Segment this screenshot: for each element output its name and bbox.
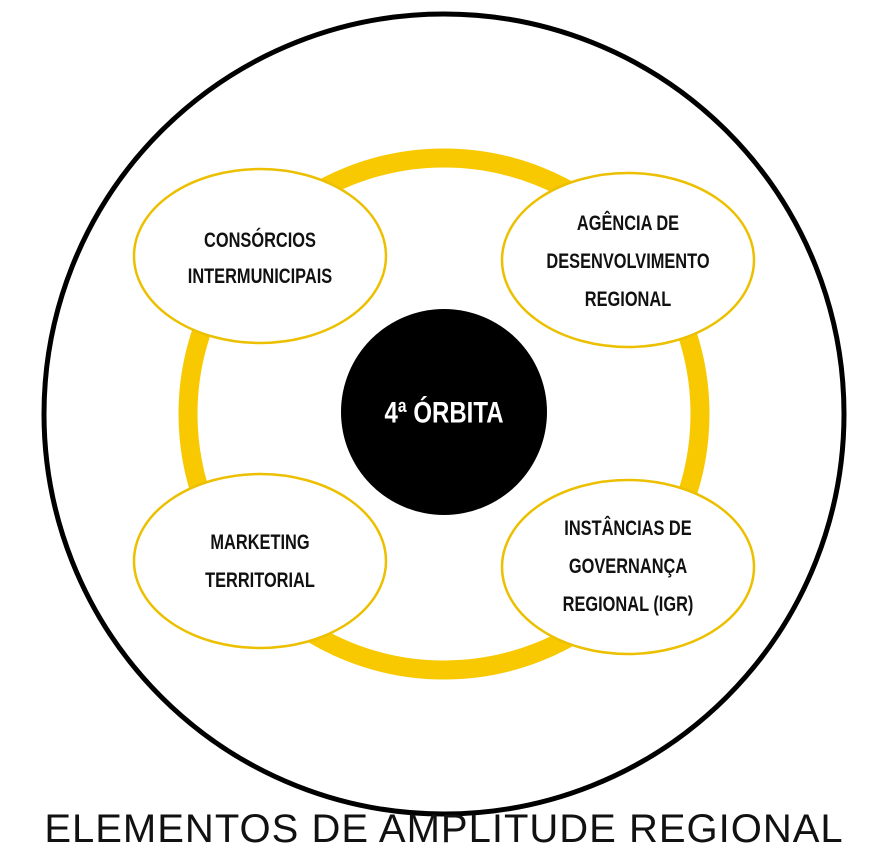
- node-marketing-territorial: MARKETING TERRITORIAL: [132, 472, 388, 650]
- yellow-orbit-ring: [178, 148, 710, 680]
- node-label-line: REGIONAL (IGR): [563, 592, 694, 615]
- node-label-line: TERRITORIAL: [205, 568, 315, 591]
- center-circle: [341, 309, 547, 515]
- node-label-line: DESENVOLVIMENTO: [546, 249, 709, 272]
- center-node: 4ª ÓRBITA: [341, 309, 547, 515]
- node-ellipse: [132, 167, 388, 345]
- node-label-line: GOVERNANÇA: [569, 554, 688, 577]
- node-ellipse: [500, 171, 756, 349]
- node-label-line: MARKETING: [210, 530, 309, 553]
- node-agencia-desenvolvimento-regional: AGÊNCIA DE DESENVOLVIMENTO REGIONAL: [500, 171, 756, 349]
- center-label: 4ª ÓRBITA: [384, 395, 503, 429]
- node-label-line: INSTÂNCIAS DE: [564, 516, 691, 539]
- node-ellipse: [500, 478, 756, 656]
- node-label-line: REGIONAL: [585, 287, 671, 310]
- node-ellipse: [132, 472, 388, 650]
- node-consorcios-intermunicipais: CONSÓRCIOS INTERMUNICIPAIS: [132, 167, 388, 345]
- diagram-caption: ELEMENTOS DE AMPLITUDE REGIONAL: [44, 807, 843, 851]
- node-label-line: INTERMUNICIPAIS: [188, 264, 332, 287]
- node-label-line: AGÊNCIA DE: [577, 211, 679, 234]
- node-label-line: CONSÓRCIOS: [204, 228, 316, 251]
- node-instancias-governanca-regional: INSTÂNCIAS DE GOVERNANÇA REGIONAL (IGR): [500, 478, 756, 656]
